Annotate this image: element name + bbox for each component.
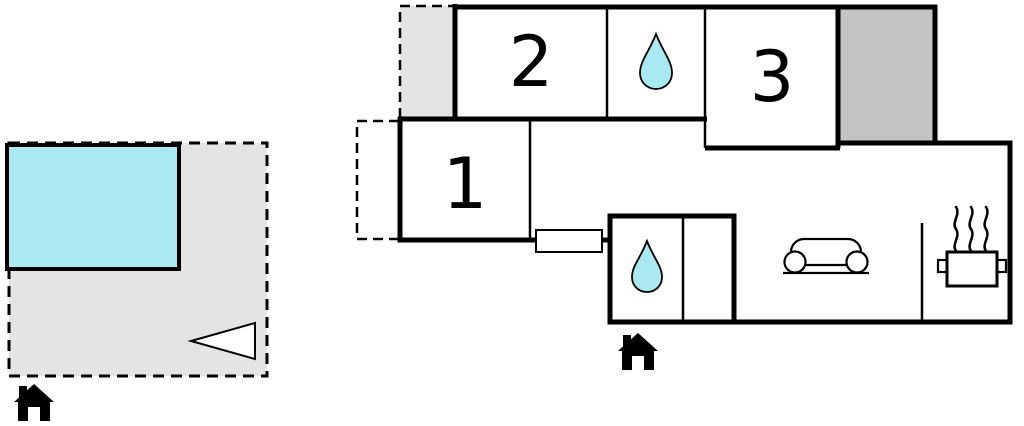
sofa-arm-right — [845, 250, 869, 274]
wall-right-and-bottom — [608, 140, 1013, 325]
water-drop-icon — [631, 238, 663, 293]
lower-bathroom — [607, 213, 737, 325]
room-1-label: 1 — [443, 143, 488, 225]
door — [28, 407, 40, 421]
steam-line — [983, 205, 989, 253]
sofa-arm-left — [783, 250, 807, 274]
left-dashed-area — [355, 119, 401, 241]
swimming-pool — [5, 143, 181, 271]
left-arrow-icon — [187, 321, 256, 361]
room-3-label: 3 — [750, 36, 795, 118]
room-2-label: 2 — [509, 21, 554, 103]
door — [632, 356, 644, 370]
roof — [14, 384, 54, 402]
entrance-house-icon — [14, 384, 54, 421]
chimney — [623, 335, 631, 348]
wall-room1-left-bottom — [397, 117, 610, 243]
top-dashed-area — [398, 4, 457, 121]
building: 2 3 1 — [355, 4, 1013, 370]
pot-body — [945, 250, 999, 288]
sofa-icon — [783, 237, 869, 275]
stove-steam-icon — [936, 205, 1008, 288]
entrance-house-icon — [618, 333, 658, 370]
steam-line — [968, 205, 974, 253]
water-drop-icon — [639, 31, 673, 90]
terrace — [5, 141, 269, 421]
steam-line — [953, 205, 959, 253]
window-marker — [535, 229, 603, 253]
gray-room — [835, 4, 938, 146]
chimney — [19, 386, 27, 399]
roof — [618, 333, 658, 351]
